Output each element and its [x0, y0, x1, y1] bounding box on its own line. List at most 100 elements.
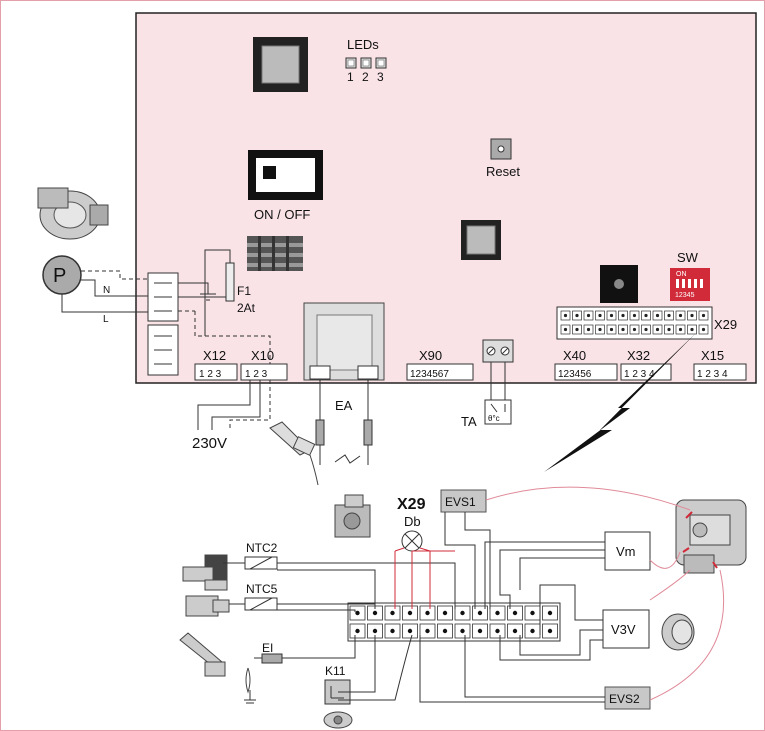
detail-pin-dot — [390, 610, 395, 616]
x15-connector — [693, 363, 747, 381]
valve-link-curves — [485, 486, 725, 701]
onoff-label: ON / OFF — [254, 207, 310, 222]
pump-wiring — [61, 249, 271, 364]
x29-pin-dot — [701, 313, 706, 318]
detail-pin-dot — [477, 628, 483, 634]
detail-pin-dot — [460, 628, 465, 634]
ea-wiring — [319, 380, 369, 465]
x29-pin-dot — [678, 327, 683, 332]
v3v-box — [602, 609, 650, 649]
x29-board-label: X29 — [714, 317, 737, 332]
detail-pin-dot — [460, 610, 465, 616]
detail-pin-dot — [495, 610, 500, 616]
detail-pin-dot — [495, 628, 500, 634]
dip-switch-on: ON — [676, 271, 687, 278]
pump-symbol-letter: P — [53, 265, 66, 287]
x29-pin-dot — [678, 313, 683, 318]
detail-pin-dot — [442, 610, 448, 616]
x29-detail-title: X29 — [397, 496, 426, 513]
ta-symbol: θ°c — [488, 414, 500, 423]
x29-pin-dot — [609, 313, 614, 318]
leds-label: LEDs — [347, 37, 379, 52]
detail-pin-dot — [530, 628, 535, 634]
led-indicators — [345, 57, 387, 69]
db-label: Db — [404, 514, 421, 529]
ea-electrode-right — [363, 419, 373, 446]
x29-pin-dot — [632, 313, 637, 318]
x29-pin-dot — [655, 313, 660, 318]
x40-pins: 123456 — [558, 369, 592, 380]
mains-label: 230V — [192, 435, 227, 452]
led-number-3: 3 — [377, 70, 384, 84]
x29-pin-dot — [563, 327, 568, 332]
x29-pin-dot — [667, 327, 671, 332]
x12-connector — [194, 363, 238, 381]
ntc5-sensor-illustration — [185, 595, 230, 617]
ea-electrode-left — [315, 419, 325, 446]
vm-box — [604, 531, 651, 571]
led-number-2: 2 — [362, 70, 369, 84]
x32-pins: 1 2 3 4 — [624, 369, 655, 380]
detail-pin-dot — [355, 610, 360, 616]
x15-label: X15 — [701, 348, 724, 363]
ionisation-electrode-illustration — [179, 632, 251, 694]
x15-pins: 1 2 3 4 — [697, 369, 728, 380]
chip-component — [247, 236, 303, 271]
x29-pin-dot — [667, 313, 671, 318]
detail-pin-dot — [372, 628, 378, 634]
led-number-1: 1 — [347, 70, 354, 84]
pump-illustration — [37, 187, 109, 240]
modulator-knob-illustration — [661, 613, 695, 651]
evs1-box — [440, 489, 487, 513]
detail-pin-dot — [425, 628, 430, 634]
x29-pin-dot — [621, 313, 625, 318]
gas-valve-illustration — [334, 494, 371, 538]
detail-wiring — [223, 512, 605, 703]
dip-switch-numbers: 12345 — [675, 292, 695, 299]
x29-pin-dot — [563, 313, 568, 318]
x29-pin-dot — [632, 327, 637, 332]
v3v-label: V3V — [611, 622, 636, 637]
x40-connector — [554, 363, 618, 381]
detail-pin-dot — [547, 610, 553, 616]
fuse-rating: 2At — [237, 301, 256, 315]
x10-label: X10 — [251, 348, 274, 363]
x29-pin-dot — [690, 313, 694, 318]
x29-pin-dot — [586, 327, 591, 332]
evs2-box — [604, 686, 651, 710]
detail-pin-dot — [512, 628, 518, 634]
x29-pin-dot — [644, 327, 648, 332]
fuse-name: F1 — [237, 284, 251, 298]
k11-sensor-illustration — [323, 711, 353, 729]
ei-ground — [244, 690, 256, 704]
x29-pin-dot — [690, 327, 694, 332]
x32-label: X32 — [627, 348, 650, 363]
db-wiring — [394, 547, 455, 609]
detail-pin-dot — [547, 628, 553, 634]
x29-pin-dot — [598, 327, 602, 332]
detail-pin-dot — [442, 628, 448, 634]
x29-pin-dot — [701, 327, 706, 332]
x12-pins: 1 2 3 — [199, 369, 222, 380]
mains-wiring — [197, 380, 271, 430]
x12-label: X12 — [203, 348, 226, 363]
wire-l-label: L — [103, 314, 109, 325]
gas-valve-assembly-illustration — [675, 499, 747, 574]
x10-connector — [240, 363, 288, 381]
sw-label: SW — [677, 250, 699, 265]
detail-pin-dot — [425, 610, 430, 616]
x29-pin-dot — [575, 313, 579, 318]
x90-connector — [406, 363, 474, 381]
x32-connector — [620, 363, 672, 381]
x29-pin-dot — [575, 327, 579, 332]
ei-label: EI — [262, 641, 273, 655]
x29-pin-dot — [621, 327, 625, 332]
fuse-f1 — [225, 262, 235, 302]
x29-pin-dot — [655, 327, 660, 332]
detail-pin-dot — [355, 628, 360, 634]
ta-wiring — [484, 362, 512, 425]
x29-pin-dot — [586, 313, 591, 318]
reset-label: Reset — [486, 164, 520, 179]
ta-label: TA — [461, 414, 477, 429]
x90-label: X90 — [419, 348, 442, 363]
